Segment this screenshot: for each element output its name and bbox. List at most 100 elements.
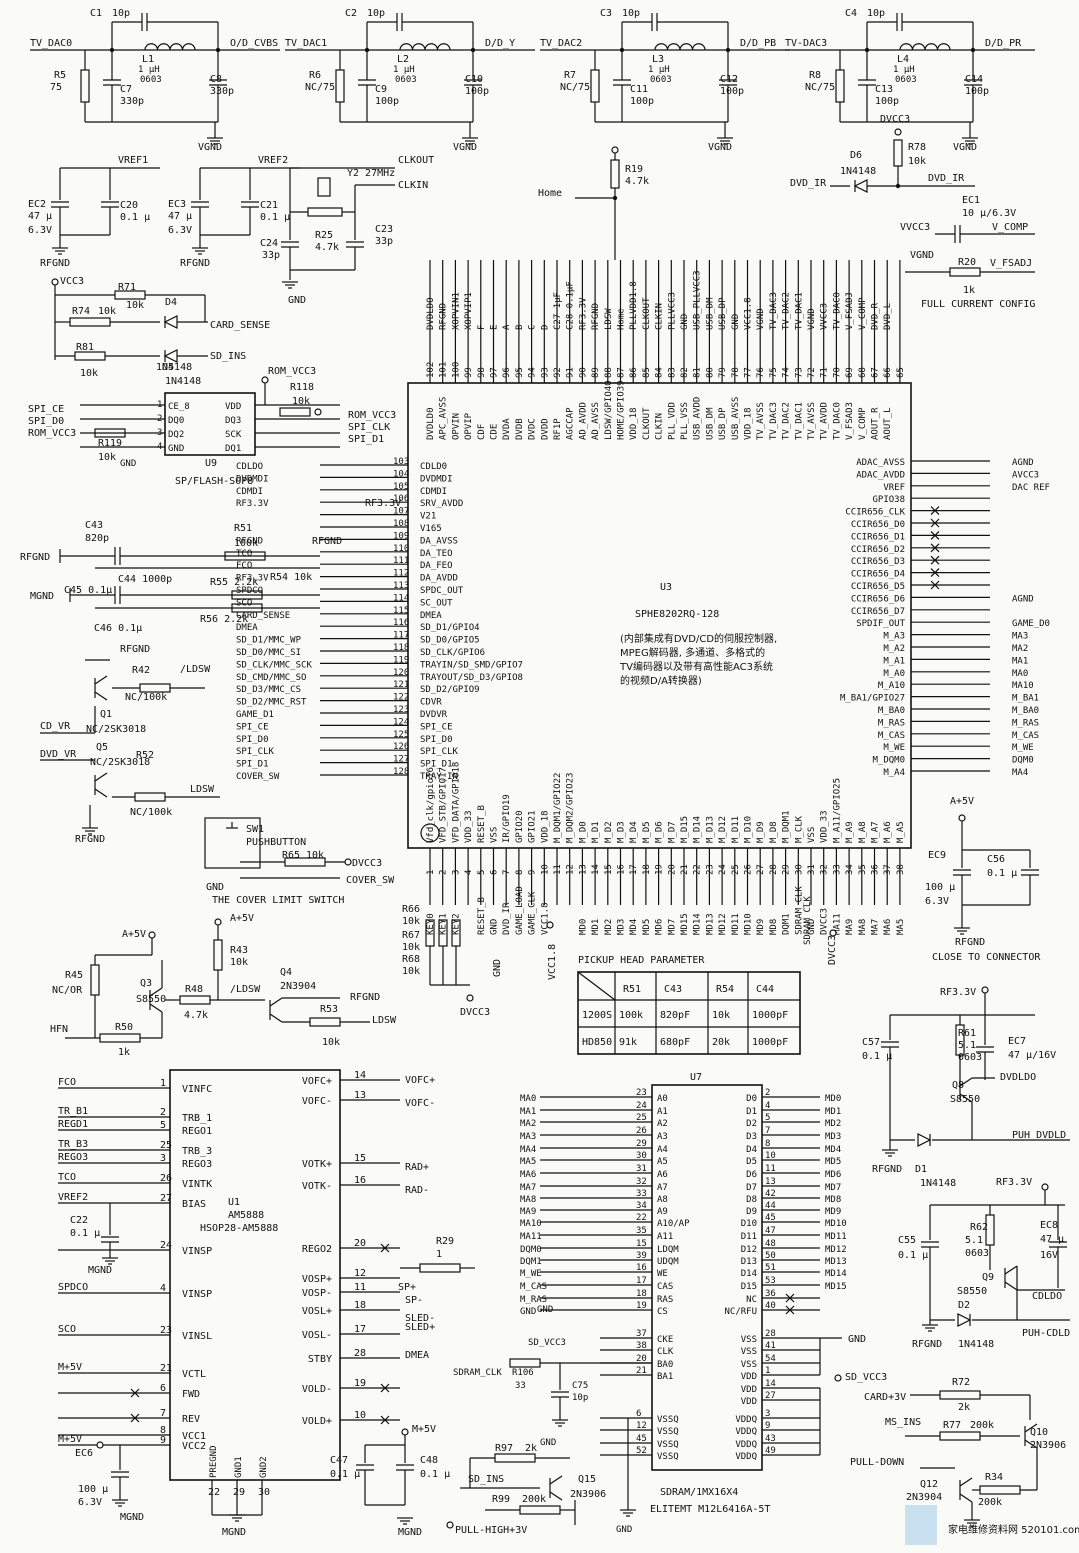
- part-value: 0.1 μ: [260, 212, 290, 223]
- wire: [94, 691, 108, 701]
- table-cell: 1000pF: [752, 1010, 788, 1021]
- junction: [725, 47, 731, 53]
- pin-number: 102: [426, 362, 436, 378]
- chip-part: SDRAM/1MX16X4: [660, 1487, 738, 1498]
- watermark-text: 家电维修资料网 520101.com: [948, 1523, 1079, 1536]
- part-ref: Q9: [982, 1272, 994, 1283]
- net-label: MA3: [520, 1132, 536, 1142]
- table-cell: 100k: [619, 1010, 643, 1021]
- chip-note: MPEG解码器, 多通道、多格式的: [620, 646, 765, 659]
- pin-number: 4: [765, 1101, 770, 1111]
- pin-name: VDDQ: [735, 1427, 757, 1437]
- pin-number: 103: [393, 457, 409, 467]
- pin-number: 109: [393, 531, 409, 541]
- flash-u9-box: [164, 392, 256, 456]
- net-label: MA0: [1012, 669, 1028, 679]
- net-label: /LDSW: [180, 664, 211, 675]
- resistor-symbol: [231, 590, 263, 600]
- pin-number: 121: [393, 680, 409, 690]
- net-label: DMEA: [236, 623, 258, 633]
- pin-name: VSS: [741, 1335, 757, 1345]
- net-label: XOPVIP1: [464, 292, 474, 330]
- pin-number: 3: [765, 1409, 770, 1419]
- net-label: TV_DAC0: [30, 38, 72, 49]
- table-header: C44: [756, 984, 774, 995]
- net-label: RAD-: [405, 1185, 429, 1196]
- pin-number: 14: [591, 864, 601, 875]
- part-value: 10 μ/6.3V: [962, 208, 1016, 219]
- part-value: 1N4148: [165, 376, 201, 387]
- pin-name: D3: [746, 1132, 757, 1142]
- net-label: DQM0: [520, 1245, 542, 1255]
- net-label: DQM1: [782, 913, 792, 935]
- pin-name: CDF: [477, 424, 487, 440]
- resistor-symbol: [139, 683, 171, 693]
- net-label: VREF2: [258, 155, 288, 166]
- net-label: MA9: [520, 1207, 536, 1217]
- gnd-label: GND: [120, 459, 136, 469]
- net-label: CARD_SENSE: [210, 320, 270, 331]
- part-ref: C43: [85, 520, 103, 531]
- pin-number: 117: [393, 631, 409, 641]
- pin-number: 12: [566, 864, 576, 875]
- pin-name: V_FSAD3: [845, 402, 855, 440]
- pin-number: 44: [765, 1201, 776, 1211]
- part-value: 200k: [970, 1420, 994, 1431]
- pin-name: TRB_3: [182, 1146, 212, 1157]
- resistor-symbol: [99, 1033, 141, 1043]
- part-value: 33: [515, 1381, 526, 1391]
- part-ref: U9: [205, 458, 217, 469]
- wire: [930, 555, 940, 565]
- net-label: O/D_CVBS: [230, 38, 278, 49]
- pin-name: M_D8: [769, 821, 779, 843]
- terminal-circle: [894, 128, 902, 136]
- pin-number: 31: [807, 864, 817, 875]
- pin-number: 27: [765, 1391, 776, 1401]
- part-ref: D6: [850, 150, 862, 161]
- part-ref: Q3: [140, 978, 152, 989]
- pin-number: 16: [636, 1263, 647, 1273]
- pin-number: 74: [782, 367, 792, 378]
- pin-number: 33: [636, 1189, 647, 1199]
- part-ref: C47: [330, 1455, 348, 1466]
- resistor-symbol: [519, 1505, 561, 1515]
- pin-number: 31: [636, 1164, 647, 1174]
- pin-name: DA_AVDD: [420, 574, 458, 584]
- part-value: 10k: [98, 306, 116, 317]
- pin-name: M_A11/GPIO25: [832, 778, 842, 843]
- pin-name: VDD: [225, 402, 241, 412]
- net-label: VREF1: [118, 155, 148, 166]
- part-ref: R25: [315, 230, 333, 241]
- net-label: MA2: [520, 1119, 536, 1129]
- net-label: MD7: [667, 919, 677, 935]
- net-label: M_BA0: [1012, 706, 1039, 716]
- net-label: MD8: [825, 1195, 841, 1205]
- net-label: M_BA1: [1012, 694, 1039, 704]
- pin-name: TRAYIN/SD_SMD/GPIO7: [420, 660, 523, 670]
- part-ref: R6: [309, 70, 321, 81]
- part-value: 0.1 μ: [987, 868, 1017, 879]
- pin-name: SD_CLK/GPIO6: [420, 648, 485, 658]
- resistor-symbol: [335, 69, 345, 103]
- pin-name: M_A5: [896, 821, 906, 843]
- gnd-label: RFGND: [120, 644, 150, 655]
- pin-name: A9: [657, 1207, 668, 1217]
- pin-number: 35: [636, 1226, 647, 1236]
- pin-name: APC_AVSS: [439, 397, 449, 440]
- wire: [94, 788, 108, 798]
- gnd-label: GND: [848, 1334, 866, 1345]
- part-value: 2k: [958, 1402, 970, 1413]
- part-value: NC/2SK3018: [86, 724, 146, 735]
- part-ref: C1: [90, 8, 102, 19]
- pin-name: VSS: [807, 827, 817, 843]
- terminal-circle: [51, 278, 59, 286]
- net-label: MA1: [520, 1107, 536, 1117]
- net-label: KEY1: [439, 913, 449, 935]
- part-ref: R74: [72, 306, 90, 317]
- pin-name: DVDB: [515, 418, 525, 440]
- part-value: 33p: [375, 236, 393, 247]
- part-value: C46 0.1μ: [94, 623, 142, 634]
- net-label: RF3.3V: [996, 1177, 1032, 1188]
- net-label: E: [490, 325, 500, 330]
